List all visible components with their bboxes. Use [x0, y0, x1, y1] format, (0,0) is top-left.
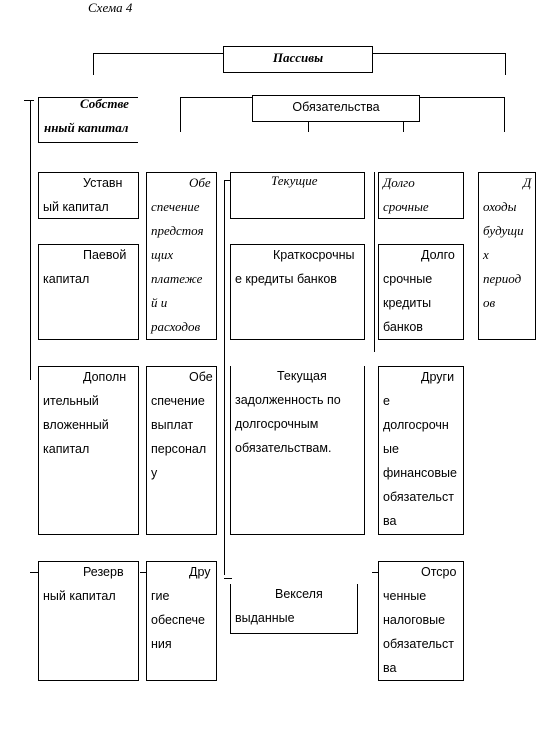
current-header-box: Текущие: [230, 172, 365, 219]
long-term-item-other-financial: Други е долгосрочн ые финансовые обязател…: [378, 366, 464, 535]
provision-connector-tick: [140, 572, 146, 573]
long-term-title: Долго срочные: [383, 175, 429, 214]
deferred-income-rest: оходы будущи х период ов: [483, 199, 524, 310]
passives-title: Пассивы: [272, 50, 324, 65]
equity-item-rest: ный капитал: [43, 589, 116, 603]
equity-connector-tick: [30, 572, 38, 573]
current-item-first: Текущая: [277, 369, 327, 383]
equity-item-first: Уставн: [83, 176, 123, 190]
equity-header-bracket: [38, 97, 138, 143]
current-spine-tick-bottom: [224, 578, 232, 579]
long-term-connector-tick: [372, 572, 378, 573]
provision-item-first: Обе: [189, 175, 211, 190]
equity-item-charter-capital: Уставн ый капитал: [38, 172, 139, 219]
current-item-rest: задолженность по долгосрочным обязательс…: [235, 393, 341, 455]
equity-spine-tick: [24, 100, 34, 101]
current-item-rest: е кредиты банков: [235, 272, 337, 286]
provision-item-other: Дру гие обеспече ния: [146, 561, 217, 681]
current-spine: [224, 180, 225, 575]
equity-spine: [30, 100, 31, 380]
current-title: Текущие: [271, 173, 318, 188]
liabilities-box: Обязательства: [252, 95, 420, 122]
provision-item-first: Дру: [189, 565, 211, 579]
long-term-header-box: Долго срочные: [378, 172, 464, 219]
scheme-label: Схема 4: [88, 0, 133, 15]
deferred-income-first: Д: [523, 175, 532, 190]
provision-item-rest: спечение выплат персонал у: [151, 394, 207, 480]
current-item-current-debt: Текущая задолженность по долгосрочным обя…: [230, 366, 365, 535]
equity-item-additional-capital: Дополн ительный вложенный капитал: [38, 366, 139, 535]
long-term-item-rest: срочные кредиты банков: [383, 272, 433, 334]
liabilities-drop-1: [180, 97, 181, 132]
long-term-item-deferred-tax: Отсро ченные налоговые обязательст ва: [378, 561, 464, 681]
current-item-bills-issued: Векселя выданные: [230, 584, 358, 634]
provision-item-future-payments: Обе спечение предстоя щих платеже й и рас…: [146, 172, 217, 340]
long-term-item-rest: ченные налоговые обязательст ва: [383, 589, 454, 675]
liabilities-drop-4: [504, 97, 505, 132]
current-item-short-term-loans: Краткосрочны е кредиты банков: [230, 244, 365, 340]
provision-item-first: Обе: [189, 370, 213, 384]
equity-item-reserve-capital: Резерв ный капитал: [38, 561, 139, 681]
current-item-first: Краткосрочны: [273, 248, 355, 262]
long-term-item-first: Други: [421, 370, 455, 384]
equity-item-share-capital: Паевой капитал: [38, 244, 139, 340]
top-connector-left-drop: [93, 53, 94, 75]
current-item-first: Векселя: [275, 587, 323, 601]
provision-item-rest: гие обеспече ния: [151, 589, 205, 651]
equity-item-rest: ительный вложенный капитал: [43, 394, 109, 456]
equity-item-first: Резерв: [83, 565, 124, 579]
equity-item-rest: ый капитал: [43, 200, 109, 214]
passives-box: Пассивы: [223, 46, 373, 73]
equity-item-rest: капитал: [43, 272, 90, 286]
long-term-item-first: Отсро: [421, 565, 457, 579]
top-connector-right-drop: [505, 53, 506, 75]
long-term-item-first: Долго: [421, 248, 455, 262]
equity-title: Собстве нный капитал: [44, 96, 129, 135]
long-term-item-loans: Долго срочные кредиты банков: [378, 244, 464, 340]
provision-item-rest: спечение предстоя щих платеже й и расход…: [151, 199, 204, 334]
long-term-spine: [374, 172, 375, 352]
current-item-rest: выданные: [235, 611, 295, 625]
equity-item-first: Паевой: [83, 248, 127, 262]
long-term-item-rest: е долгосрочн ые финансовые обязательст в…: [383, 394, 457, 528]
equity-item-first: Дополн: [83, 370, 127, 384]
current-spine-tick-top: [224, 180, 232, 181]
liabilities-title: Обязательства: [292, 100, 380, 114]
provision-item-staff-payments: Обе спечение выплат персонал у: [146, 366, 217, 535]
